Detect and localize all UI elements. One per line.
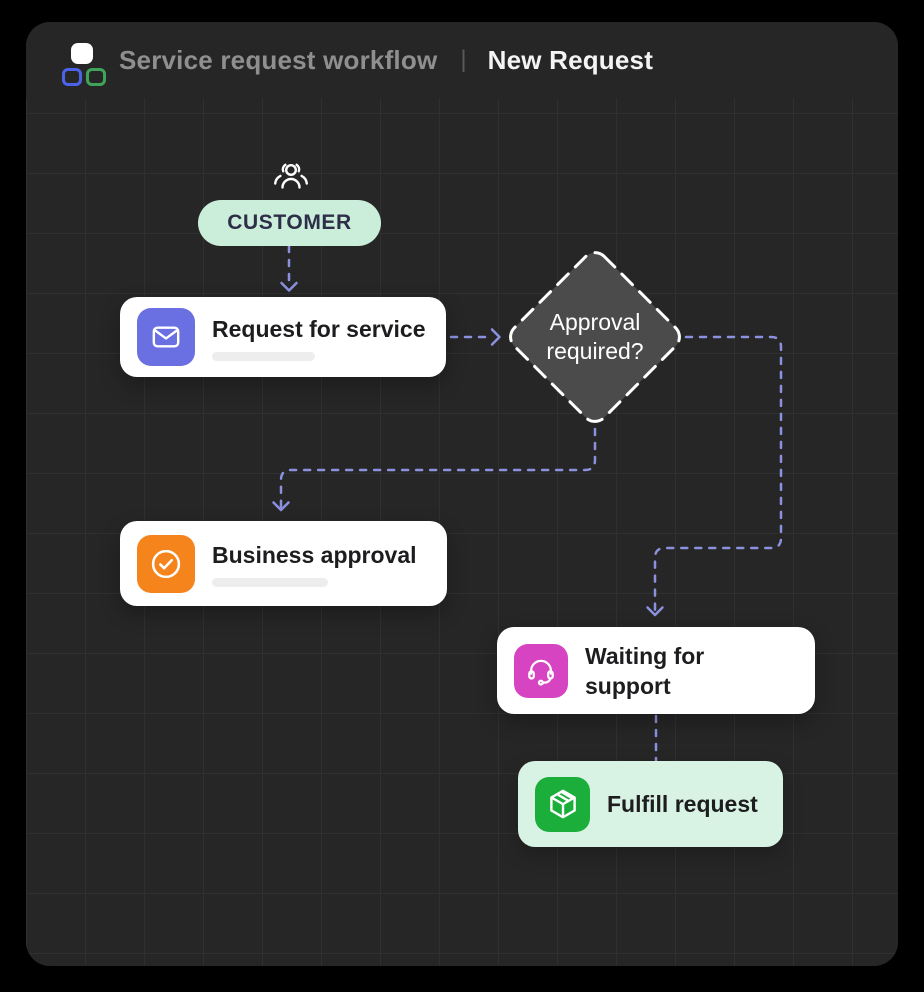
node-fulfill-request[interactable]: Fulfill request [518,761,783,847]
decision-label: Approval required? [546,309,644,364]
workflow-title: Service request workflow [119,44,438,75]
node-request-for-service[interactable]: Request for service [120,297,446,377]
node-business-approval[interactable]: Business approval [120,521,447,606]
placeholder-bar [212,351,315,361]
people-icon [272,160,310,192]
node-waiting-for-support[interactable]: Waiting for support [497,627,815,714]
node-title: Fulfill request [607,791,758,817]
customer-label: CUSTOMER [227,211,352,234]
logo-square-green [86,68,106,86]
envelope-icon [137,308,195,366]
node-title: Request for service [212,315,426,342]
node-approval-required[interactable]: Approval required? [505,247,685,427]
workflow-canvas[interactable]: CUSTOMER Request for service Approval re… [26,98,898,966]
node-customer[interactable]: CUSTOMER [198,200,381,246]
check-circle-icon [137,534,195,593]
node-title: Waiting for support [585,642,705,699]
connector-request-decision [449,328,501,346]
app-window: Service request workflow | New Request [26,22,898,966]
node-title: Business approval [212,542,417,568]
headset-icon [514,643,568,698]
package-icon [535,776,590,832]
logo-square-white [71,43,93,64]
app-logo-icon[interactable] [59,38,106,86]
connector-decision-business [272,427,597,512]
diamond-shape [509,251,681,423]
connector-customer-request [280,244,298,292]
placeholder-bar [212,578,328,587]
header: Service request workflow | New Request [26,22,898,98]
header-divider: | [460,46,467,73]
logo-square-blue [62,68,82,86]
document-name[interactable]: New Request [487,44,654,75]
